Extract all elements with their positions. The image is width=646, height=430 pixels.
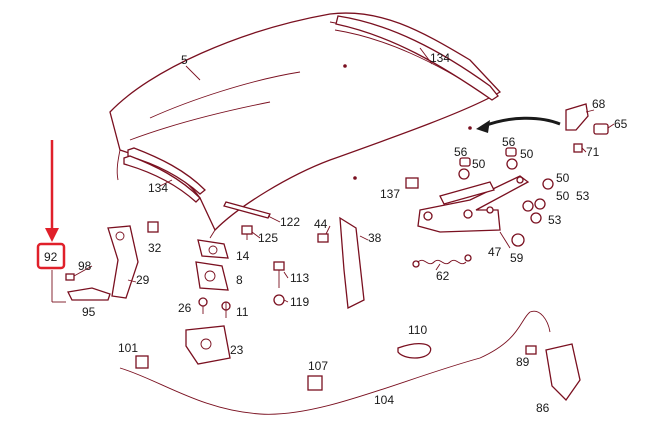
label-104: 104 [374,393,394,407]
label-53a: 53 [576,189,590,203]
label-113: 113 [290,271,309,285]
label-23: 23 [230,343,244,357]
bolt-89 [525,345,537,355]
screw-11 [221,301,231,318]
bracket-68 [565,103,589,131]
label-47: 47 [488,245,502,259]
label-107: 107 [308,359,328,373]
label-101: 101 [118,341,138,355]
release-lever-95 [67,287,111,301]
nut-53a [522,200,534,212]
label-44: 44 [314,217,328,231]
label-50b: 50 [520,147,534,161]
label-98: 98 [78,259,92,273]
label-86: 86 [536,401,550,415]
bolt-44 [317,233,329,243]
cable-tie-110 [397,342,432,359]
label-68: 68 [592,97,606,111]
label-122: 122 [280,215,300,229]
label-14: 14 [236,249,250,263]
label-110: 110 [408,323,427,337]
highlight-callout: 92 [36,140,66,270]
label-50d: 50 [556,189,570,203]
release-cable-104 [119,310,551,415]
nut-53b [530,212,542,224]
label-71: 71 [586,145,600,159]
direction-arrow [476,116,561,133]
clip-98 [65,273,75,281]
label-134-top: 134 [430,51,450,65]
hinge-29 [107,225,139,299]
hood-panel [109,12,502,239]
label-62: 62 [436,269,450,283]
spring-62 [412,254,472,268]
bumper-65 [593,123,609,135]
lock-mechanism-8 [195,261,229,291]
bushing-56a [459,157,471,167]
label-29: 29 [136,273,150,287]
strip-122 [223,201,271,219]
part-labels: 5 134 134 68 65 71 56 56 50 50 50 50 137… [78,51,628,415]
label-53b: 53 [548,213,562,227]
washer-50a [458,168,470,180]
screw-26 [198,297,208,314]
label-11: 11 [236,305,249,319]
bolt-71 [573,143,583,153]
hinge-assembly-47 [417,175,530,233]
bolt-32 [147,221,159,233]
leader-lines [73,47,615,303]
label-32: 32 [148,241,162,255]
clip-137 [405,177,419,189]
washer-50c [542,178,554,190]
bolt-113 [273,261,285,288]
label-137: 137 [380,187,400,201]
label-38: 38 [368,231,382,245]
label-5: 5 [181,53,188,67]
label-65: 65 [614,117,628,131]
bolt-125 [241,225,253,240]
label-8: 8 [236,273,243,287]
handle-86 [545,343,581,402]
latch-plate-14 [197,239,229,259]
hood-seal-top [335,15,499,101]
label-92: 92 [44,250,58,264]
trim-38 [339,216,365,310]
latch-23 [185,325,231,365]
label-59: 59 [510,251,524,265]
label-119: 119 [290,295,309,309]
cable-clip-101 [135,355,149,369]
washer-50d [534,198,546,210]
hood-seal-left [123,147,206,203]
cable-guide-107 [307,375,323,391]
washer-50b [506,158,518,170]
label-50c: 50 [556,171,570,185]
label-26: 26 [178,301,192,315]
label-95: 95 [82,305,96,319]
label-56b: 56 [502,135,516,149]
nut-119 [273,294,285,306]
label-125: 125 [258,231,278,245]
label-50a: 50 [472,157,486,171]
label-56a: 56 [454,145,468,159]
label-134-left: 134 [148,181,168,195]
label-89: 89 [516,355,530,369]
bushing-56b [505,147,517,157]
nut-59 [511,233,525,247]
